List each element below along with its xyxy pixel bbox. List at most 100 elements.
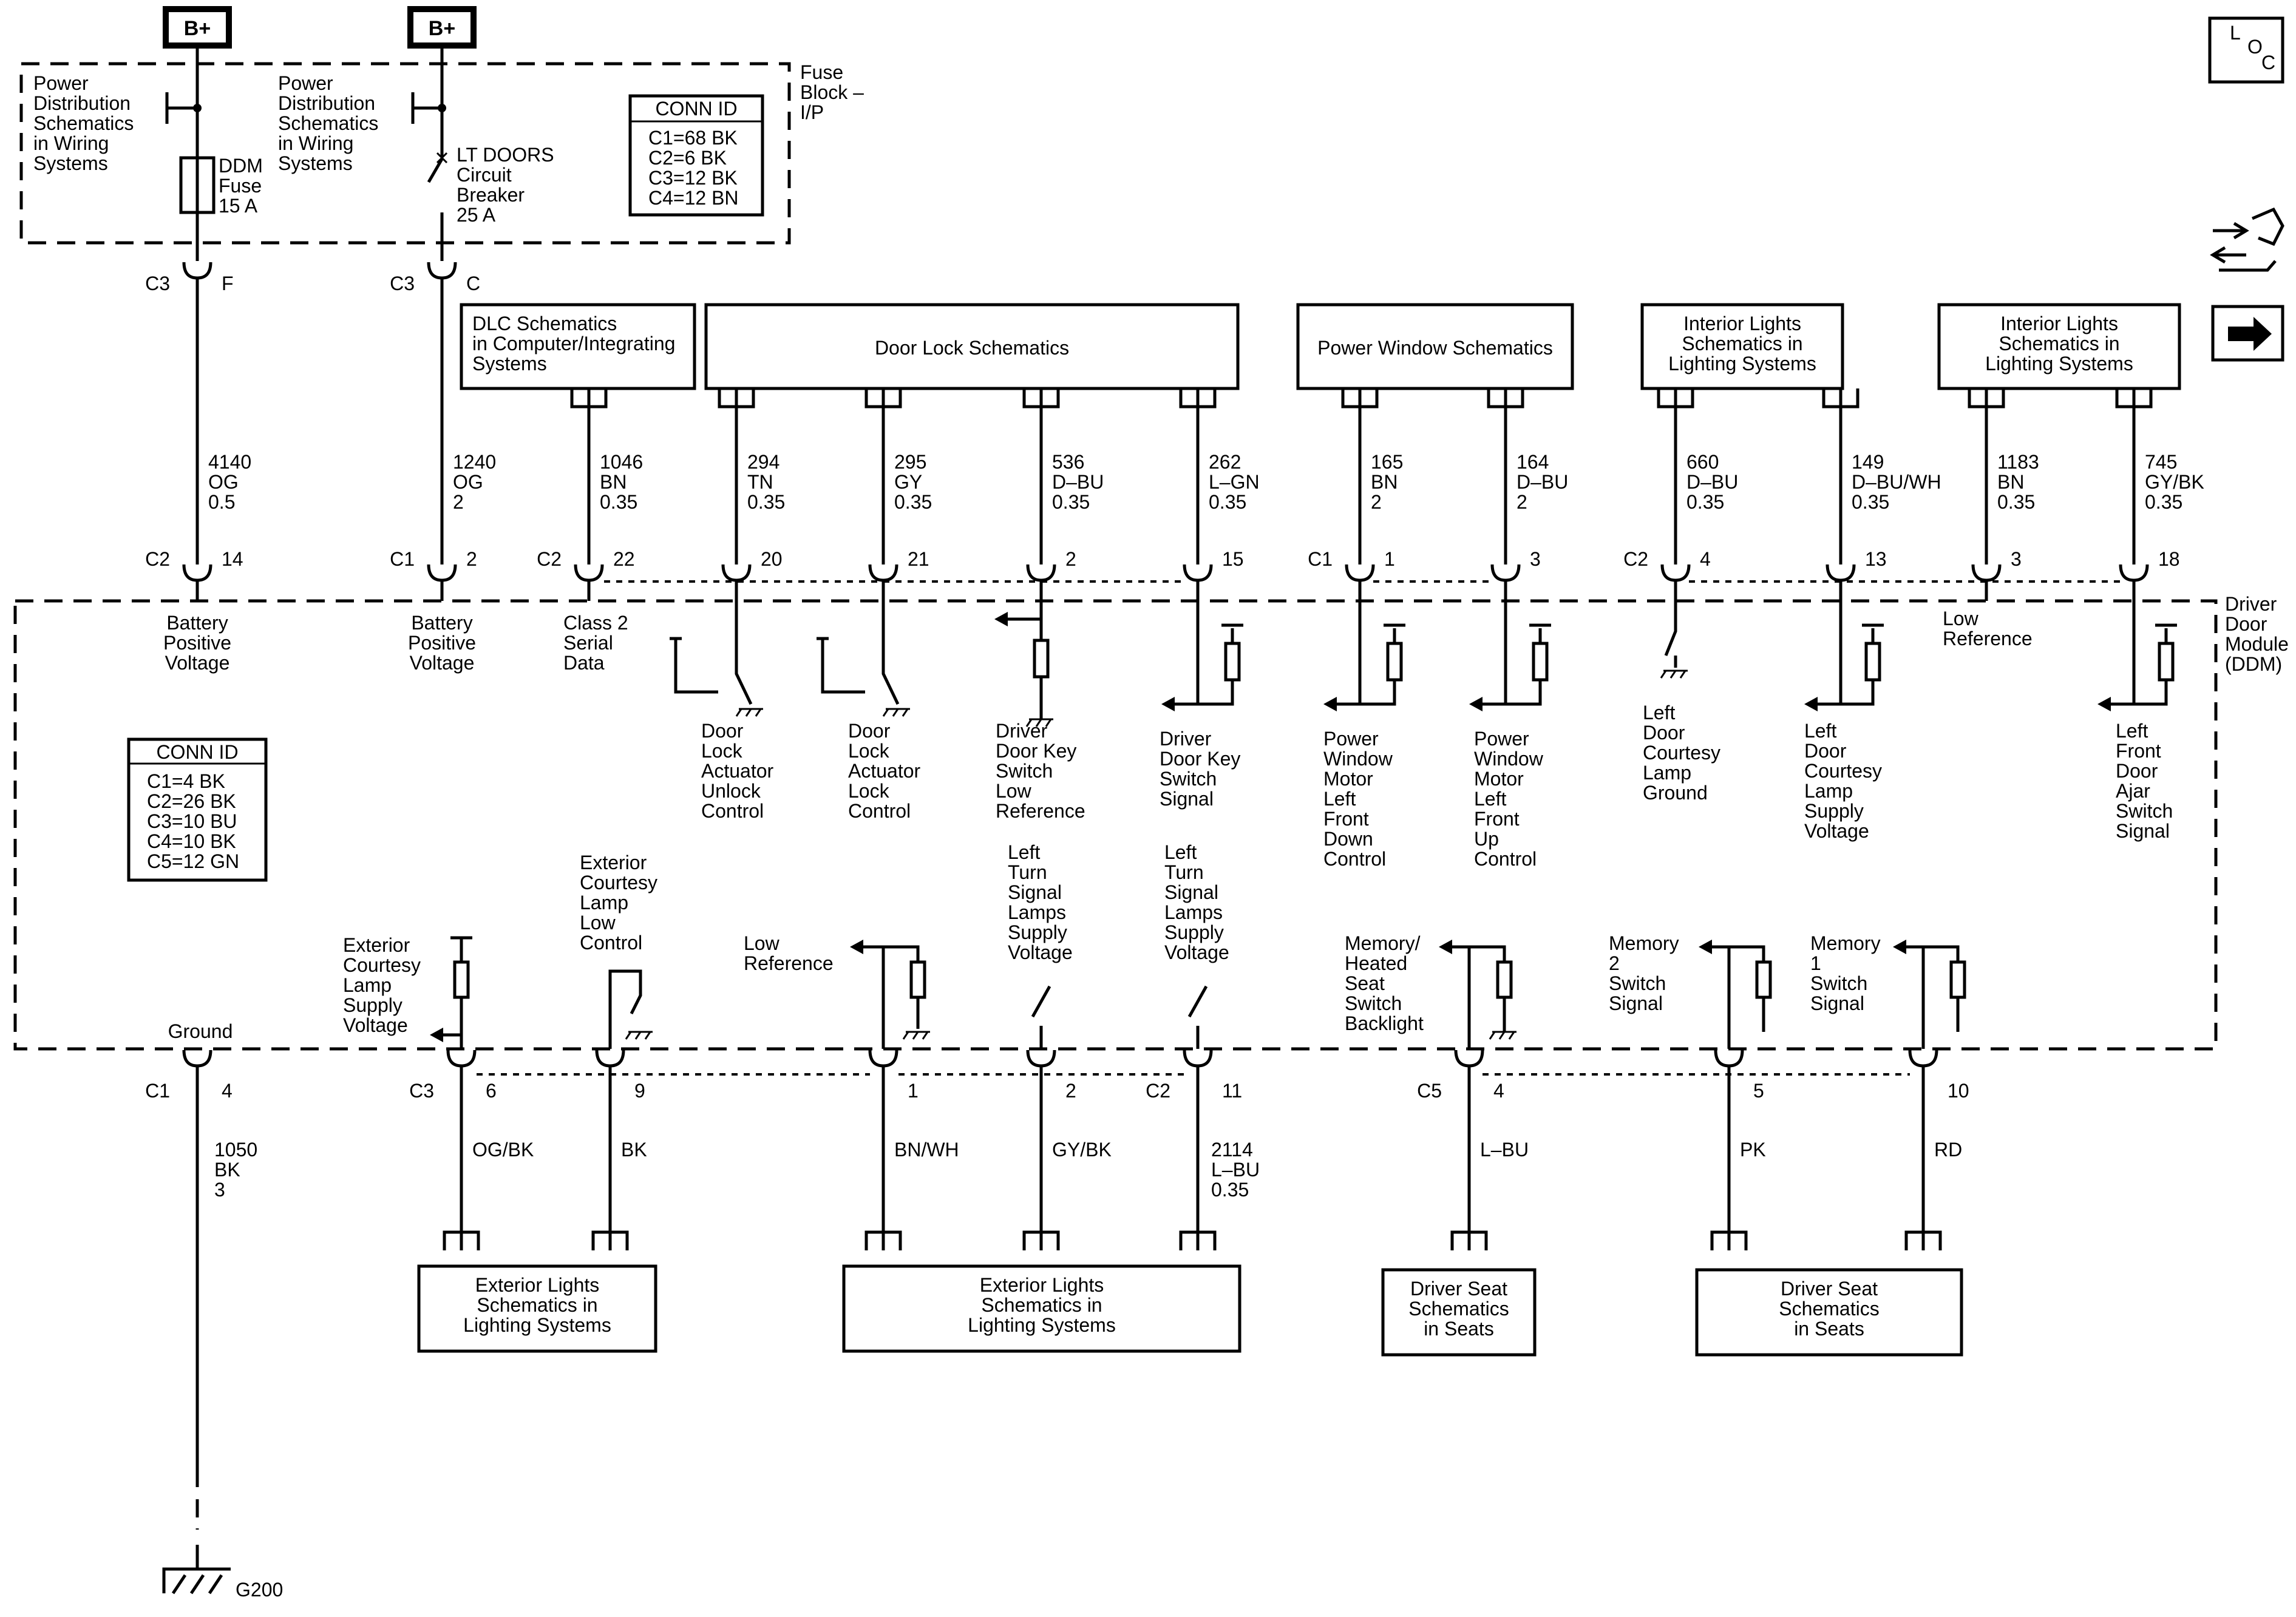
circuit-label: 294 [747,451,779,473]
pullup-wire [1729,945,1765,1032]
conn-id-row: C1=68 BK [648,127,738,149]
harness-fork [1022,388,1060,408]
circuit-label: 0.35 [1852,491,1889,513]
circuit-label: 0.35 [1997,491,2035,513]
schematic-reference-box [842,1264,1241,1353]
signal-arrow [430,1028,443,1042]
pin-number: 2 [1065,548,1076,570]
ddm-function-label: Data [563,652,605,674]
fuse-block-label: I/P [800,101,824,123]
turn-signal-switch [1187,985,1208,1049]
pullup-resistor [909,960,926,999]
harness-fork [718,388,755,408]
ddm-function-label: Lock [848,740,890,762]
circuit-label: 165 [1371,451,1403,473]
chassis-ground-hatch [171,1574,223,1595]
ddm-function-label: Lamp [343,974,392,996]
ddm-connector-terminal [1826,564,1856,582]
connector-id: C2 [537,548,562,570]
schematic-ref-text: Lighting Systems [968,1314,1116,1336]
ddm-function-label: Door [848,720,891,742]
schematic-reference-box [1381,1268,1537,1357]
schematic-ref-text: Exterior Lights [475,1274,600,1296]
ddm-function-label: Supply [343,994,402,1016]
schematic-reference-box [704,303,1240,390]
ddm-function-label: Memory [1609,932,1679,954]
signal-arrow [2097,697,2111,711]
ddm-function-label: Door [1643,722,1685,744]
actuator-contact [817,637,865,694]
ddm-function-label: Door Key [1160,748,1240,770]
schematic-reference-box [1640,303,1844,390]
circuit-label: 0.35 [747,491,785,513]
pin-number: 4 [1493,1080,1504,1102]
circuit-label: 0.35 [600,491,637,513]
circuit-label: OG [208,471,239,493]
ddm-connector-terminal [1971,564,2002,582]
schematic-ref-text: Lighting Systems [463,1314,611,1336]
power-distribution-ref: Power [33,72,89,94]
harness-fork [1904,1230,1942,1250]
ddm-function-label: Unlock [701,780,761,802]
circuit-label: 2 [1517,491,1527,513]
circuit-label: 1050 [214,1139,257,1161]
loc-letter: C [2261,52,2275,73]
circuit-label: 295 [894,451,926,473]
ddm-function-label: Low [744,932,780,954]
circuit-label: 1183 [1997,451,2039,473]
harness-fork [864,1230,902,1250]
schematic-ref-text: Interior Lights [1683,313,1801,334]
signal-arrow [1161,697,1175,711]
ddm-label: Door [2225,613,2267,635]
schematic-ref-text: Driver Seat [1781,1278,1878,1300]
fuse-block-terminal [182,262,212,280]
pullup-resistor [1386,642,1403,682]
ddm-connector-terminal [1660,564,1691,582]
circuit-label: 0.35 [894,491,932,513]
ground-symbol [735,708,763,717]
internal-wire [1905,945,1925,1049]
power-distribution-ref: Power [278,72,333,94]
fuse-block-conn-id [628,94,764,217]
ref-bracket [165,92,197,124]
circuit-breaker [427,158,444,217]
pin-number: 11 [1222,1080,1242,1102]
power-distribution-ref: Schematics [278,112,378,134]
conn-id-row: C3=12 BK [648,167,738,189]
ddm-function-label: Signal [1164,881,1218,903]
pullup-resistor [1496,960,1513,999]
breaker-label: LT DOORS [457,144,554,166]
circuit-label: L–GN [1209,471,1260,493]
signal-arrow [1804,697,1818,711]
schematic-ref-text: DLC Schematics [472,313,617,334]
ddm-function-label: Turn [1164,861,1204,883]
circuit-label: 0.35 [2145,491,2182,513]
ddm-function-label: Door [2116,760,2158,782]
ddm-connector-terminal [2119,564,2149,582]
ddm-function-label: Supply [1008,921,1067,943]
circuit-label: PK [1740,1139,1766,1161]
pin-number: 21 [908,548,929,570]
splice-dot [193,104,202,112]
circuit-label: 0.35 [1686,491,1724,513]
pin-number: 15 [1222,548,1244,570]
ddm-function-label: Reference [996,800,1085,822]
breaker-mark [436,152,448,164]
ddm-function-label: Lamps [1008,901,1066,923]
harness-fork [1341,388,1379,408]
ddm-function-label: Courtesy [580,872,657,893]
ddm-connector-terminal [1908,1049,1938,1068]
ddm-connector-terminal [868,1049,898,1068]
circuit-label: 2114 [1211,1139,1253,1161]
ddm-connector-terminal [1026,1049,1056,1068]
internal-wire [1469,945,1506,1032]
circuit-label: L–BU [1480,1139,1529,1161]
ddm-function-label: Positive [163,632,231,654]
schematic-ref-text: Lighting Systems [1668,353,1816,375]
connector-id: C3 [145,273,170,294]
ddm-function-label: Door [701,720,744,742]
conn-id-row: C4=10 BK [147,830,236,852]
circuit-label: D–BU/WH [1852,471,1941,493]
power-distribution-ref: in Wiring [278,132,353,154]
